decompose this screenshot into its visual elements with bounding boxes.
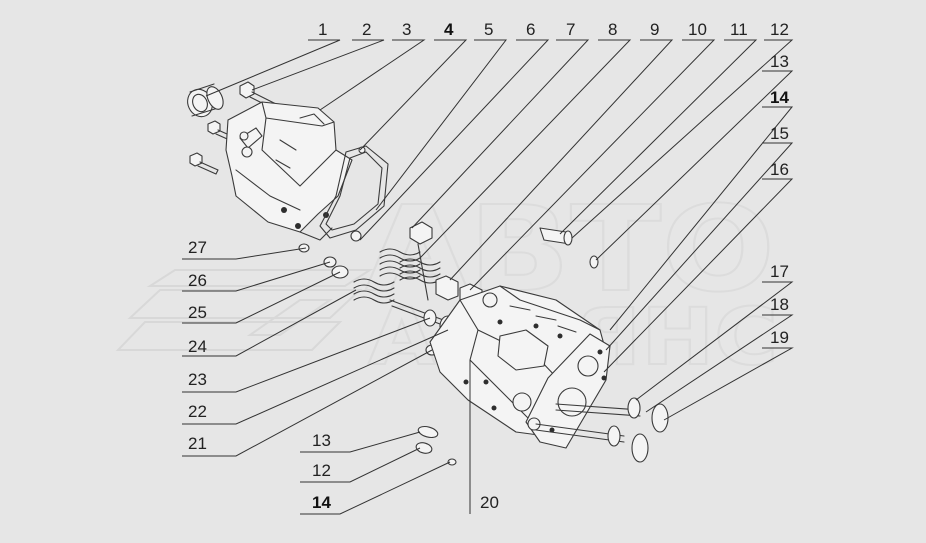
valve-cover (225, 101, 353, 241)
callout-8: 8 (608, 20, 617, 39)
callout-17: 17 (770, 262, 789, 281)
callout-4: 4 (444, 20, 454, 39)
cover-gasket (319, 145, 389, 242)
oil-filler-cap (187, 83, 224, 118)
callout-19: 19 (770, 328, 789, 347)
leader-lines (182, 39, 794, 515)
callout-2: 2 (362, 20, 371, 39)
callout-10: 10 (688, 20, 707, 39)
callout-7: 7 (566, 20, 575, 39)
callout-labels: 1 2 3 4 5 6 7 8 9 10 11 12 13 14 15 16 1… (188, 20, 789, 512)
callout-23: 23 (188, 370, 207, 389)
callout-3: 3 (402, 20, 411, 39)
watermark-emblem (115, 269, 374, 351)
head-gasket (525, 333, 611, 449)
watermark-line-1: АВТО (365, 180, 775, 318)
callout-18: 18 (770, 295, 789, 314)
callout-21: 21 (188, 434, 207, 453)
callout-16: 16 (770, 160, 789, 179)
callout-6: 6 (526, 20, 535, 39)
valves (535, 397, 669, 463)
parts-drawing (187, 81, 669, 466)
callout-15: 15 (770, 124, 789, 143)
callout-13-bottom: 13 (312, 431, 331, 450)
callout-14-bottom: 14 (312, 493, 331, 512)
callout-14: 14 (770, 88, 789, 107)
callout-22: 22 (188, 402, 207, 421)
callout-25: 25 (188, 303, 207, 322)
callout-5: 5 (484, 20, 493, 39)
callout-1: 1 (318, 20, 327, 39)
callout-26: 26 (188, 271, 207, 290)
callout-9: 9 (650, 20, 659, 39)
callout-12: 12 (770, 20, 789, 39)
callout-20: 20 (480, 493, 499, 512)
spring-coils-a (379, 248, 441, 284)
callout-24: 24 (188, 337, 207, 356)
callout-11: 11 (730, 20, 748, 39)
callout-13: 13 (770, 52, 789, 71)
callout-12-bottom: 12 (312, 461, 331, 480)
callout-27: 27 (188, 238, 207, 257)
loose-small-parts (415, 425, 457, 466)
